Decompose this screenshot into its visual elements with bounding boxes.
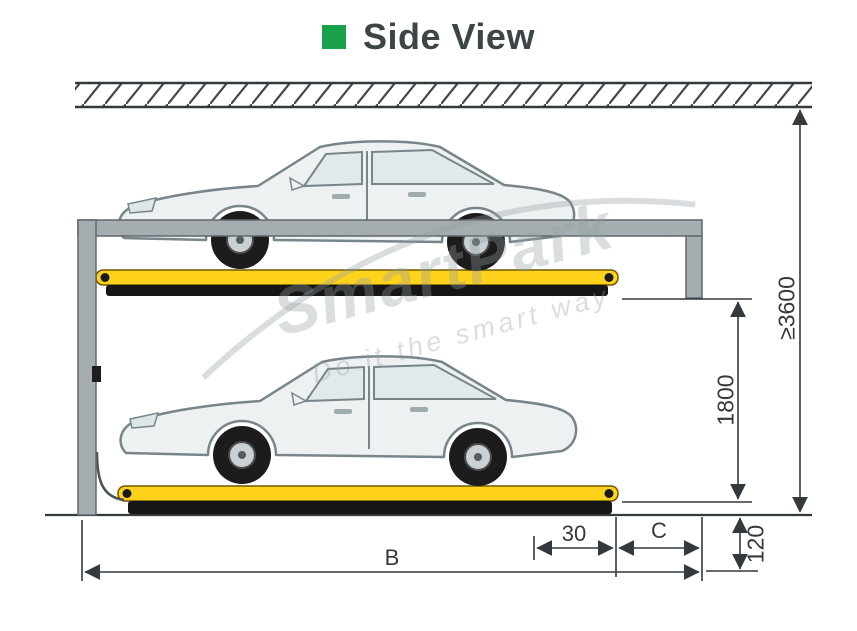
green-square-icon [322, 25, 347, 49]
lift-frame [77, 219, 703, 516]
dim-clearance-label: 1800 [712, 374, 739, 426]
lower-car [119, 355, 578, 488]
lower-platform [117, 485, 619, 514]
dim-c-label: C [651, 518, 667, 543]
hydraulic-hose [95, 451, 125, 502]
dim-width-b-label: B [384, 545, 400, 570]
upper-platform [95, 269, 619, 296]
page-title: Side View [363, 16, 535, 57]
dim-30-label: 30 [561, 521, 587, 546]
dim-base-height-label: 120 [742, 524, 769, 564]
dim-total-height-label: ≥3600 [773, 276, 800, 340]
figure-header: Side View [0, 16, 857, 58]
upper-car [117, 140, 576, 273]
dimension-lines [81, 109, 808, 581]
ceiling-slab [75, 81, 812, 109]
